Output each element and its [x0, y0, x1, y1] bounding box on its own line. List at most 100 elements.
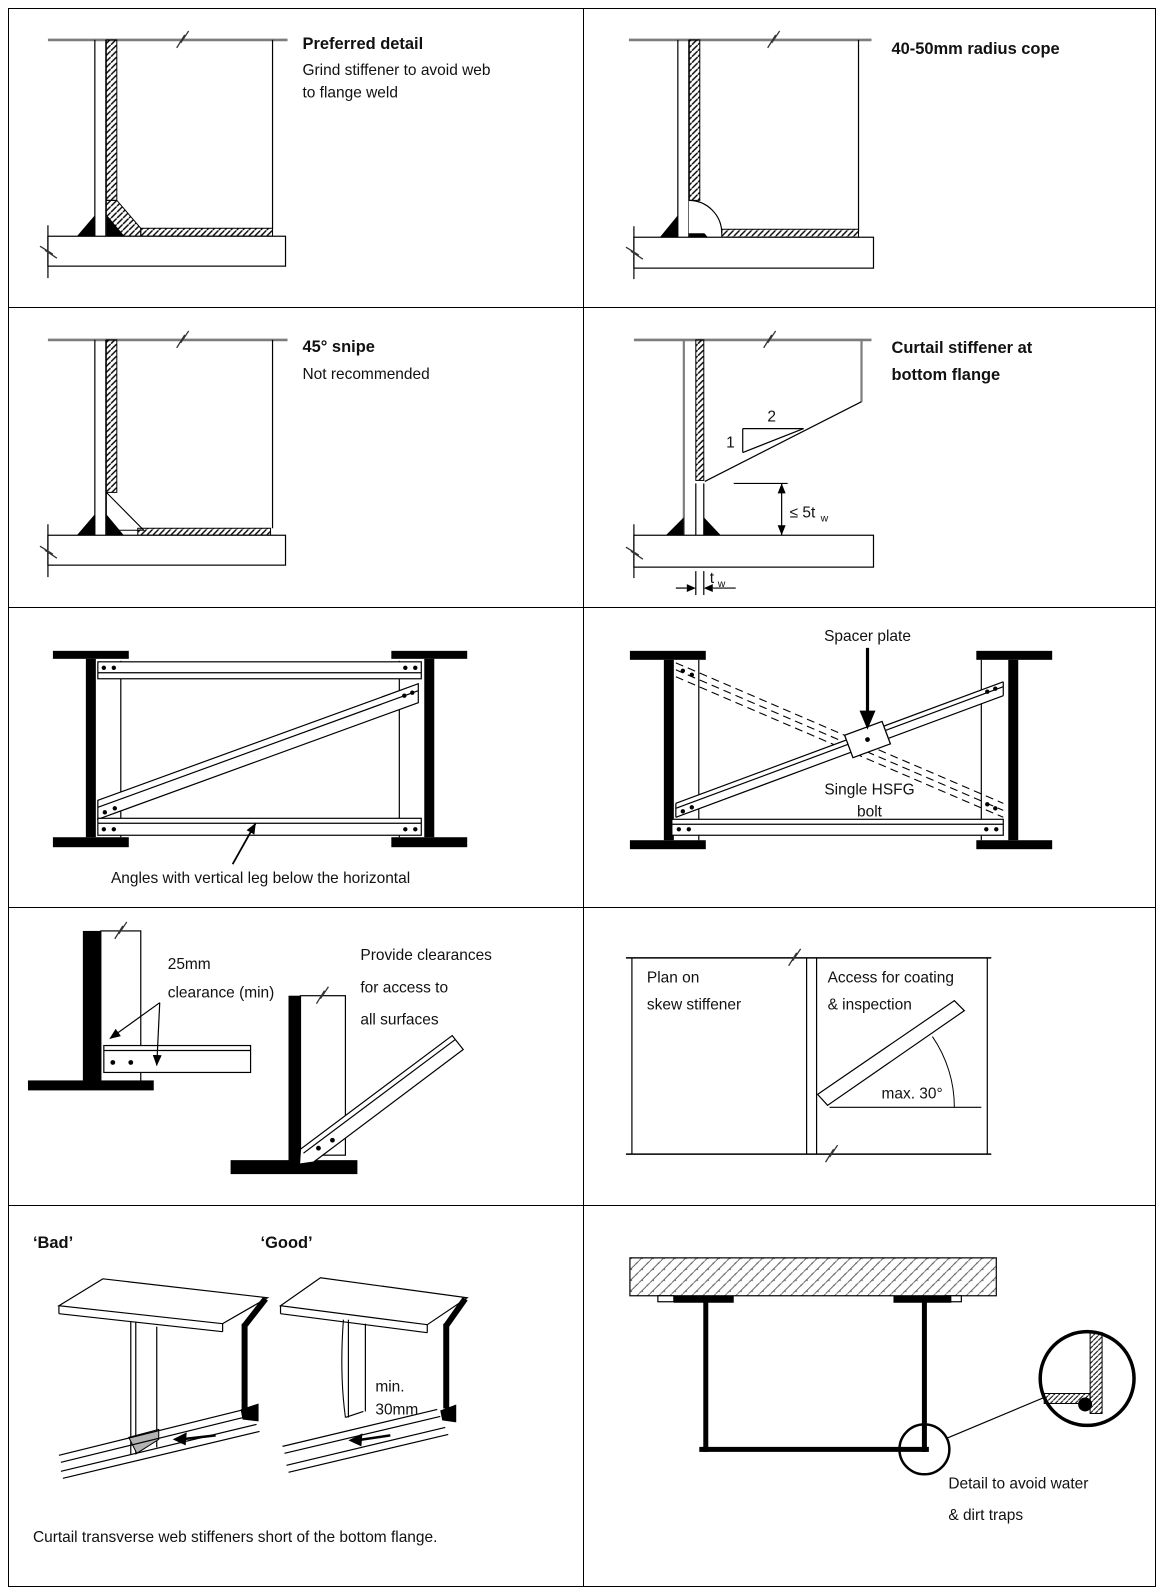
fillet-weld-left	[665, 517, 684, 536]
panel1-desc2: to flange weld	[302, 85, 397, 102]
stiffener-ground-drawing	[39, 30, 288, 279]
fillet-weld-left	[76, 514, 95, 536]
gap-dim-sub: w	[820, 513, 829, 524]
panel-radius-cope: 40-50mm radius cope	[584, 9, 1155, 308]
panel-skew-stiffener: Plan on skew stiffener Access for coatin…	[584, 908, 1155, 1206]
cross-bracing-drawing	[629, 647, 1053, 850]
bottom-flange-line	[282, 1408, 438, 1447]
panel-cross-bracing: Spacer plate Single HSFG bolt	[584, 608, 1155, 908]
bottom-flange	[47, 235, 287, 267]
clearance-arrow-icon	[109, 1002, 161, 1040]
bottom-flange	[633, 534, 875, 568]
panel8-angle-label: max. 30°	[881, 1085, 942, 1102]
gap-dimension: ≤ 5t w	[733, 482, 829, 536]
panel9-good-label: ‘Good’	[261, 1234, 313, 1252]
base-flange	[230, 1160, 358, 1175]
trough-frame	[699, 1300, 929, 1452]
stiffener-plate	[105, 339, 118, 493]
curtailed-stiffener-drawing: 2 1 ≤ 5t w t	[625, 330, 875, 596]
good-detail-drawing: min. 30mm	[278, 1277, 469, 1473]
flange-edge	[443, 1297, 468, 1328]
break-symbol-icon	[767, 30, 781, 49]
panel-curtail-stiffener: 2 1 ≤ 5t w t	[584, 308, 1155, 608]
bottom-flange-line	[58, 1407, 249, 1456]
panel9-min1: min.	[375, 1379, 404, 1396]
horizontal-member-drawing	[27, 921, 252, 1091]
panel8-right1: Access for coating	[828, 970, 954, 987]
panel4-title1: Curtail stiffener at	[891, 339, 1032, 357]
taper-cut-line	[704, 401, 862, 482]
bolted-angle	[103, 1044, 252, 1074]
panel2-title: 40-50mm radius cope	[891, 40, 1059, 58]
break-symbol-icon	[625, 546, 644, 560]
bottom-angle	[671, 818, 1004, 836]
details-grid: Preferred detail Grind stiffener to avoi…	[8, 8, 1156, 1587]
bottom-flange	[47, 534, 287, 566]
flow-arrow-icon	[356, 1434, 391, 1442]
radius-cope-drawing	[625, 30, 875, 280]
web-flange-weld	[137, 527, 272, 536]
bad-detail-drawing	[57, 1278, 270, 1479]
break-symbol-icon	[176, 330, 190, 349]
fillet-weld-left	[659, 215, 678, 238]
fillet-weld-left	[76, 215, 95, 237]
break-symbol-icon	[114, 921, 128, 940]
panel9-caption: Curtail transverse web stiffeners short …	[33, 1529, 437, 1546]
panel7-note3: all surfaces	[360, 1012, 438, 1029]
snipe-drawing	[39, 330, 288, 578]
panel9-bad-label: ‘Bad’	[33, 1234, 73, 1252]
panel1-title: Preferred detail	[302, 35, 423, 53]
trough-under-deck-drawing	[629, 1257, 1136, 1476]
curtailed-stiffener-edge	[341, 1319, 346, 1418]
break-symbol-icon	[39, 545, 58, 559]
panel6-bolt-label1: Single HSFG	[824, 781, 914, 798]
diagonal-bolted-angle	[298, 1034, 465, 1165]
top-flange-left	[673, 1295, 734, 1303]
corner-weld-detail	[1043, 1332, 1103, 1414]
panel6-spacer-label: Spacer plate	[824, 628, 911, 645]
panel-bad-good: ‘Bad’ ‘Good’	[9, 1206, 584, 1586]
detail-callout-circle	[898, 1423, 951, 1476]
girder-left	[629, 650, 706, 850]
panel10-cap2: & dirt traps	[948, 1507, 1023, 1524]
solid-diagonal-angle	[675, 681, 1004, 818]
panel7-clr1: 25mm	[168, 956, 211, 973]
spacer-plate	[843, 720, 892, 759]
break-symbol-icon	[315, 986, 329, 1005]
web-dim-label: t	[710, 570, 715, 587]
web-flange-weld	[721, 228, 860, 238]
break-symbol-icon	[763, 330, 777, 349]
weld-blob	[1078, 1397, 1093, 1412]
flow-arrowhead-icon	[172, 1432, 187, 1446]
panel7-clr2: clearance (min)	[168, 985, 275, 1002]
bottom-flange	[633, 236, 875, 269]
caption-arrow-icon	[231, 822, 257, 865]
panel10-cap1: Detail to avoid water	[948, 1475, 1088, 1492]
flange-edge	[242, 1296, 268, 1328]
top-angle	[97, 661, 422, 680]
snipe-cutout	[105, 491, 146, 531]
callout-leader-line	[946, 1396, 1045, 1439]
base-flange	[27, 1080, 154, 1091]
web-dim-sub: w	[717, 579, 726, 590]
skew-stiffener-plate	[816, 999, 966, 1107]
break-symbol-icon	[176, 30, 190, 49]
diagonal-member-drawing	[230, 986, 465, 1175]
panel3-desc: Not recommended	[302, 366, 429, 383]
panel-preferred-detail: Preferred detail Grind stiffener to avoi…	[9, 9, 584, 308]
panel7-note2: for access to	[360, 980, 448, 997]
skew-stiffener-plan-drawing	[625, 948, 992, 1163]
panel3-title: 45° snipe	[302, 338, 374, 356]
gap-dim-label: ≤ 5t	[790, 504, 816, 521]
panel-water-traps: Detail to avoid water & dirt traps	[584, 1206, 1155, 1586]
diagonal-angle	[97, 682, 419, 821]
panel-bracing-angles: Angles with vertical leg below the horiz…	[9, 608, 584, 908]
slope-indicator: 2 1	[726, 409, 804, 454]
cope-cutout	[688, 200, 722, 234]
spacer-arrowhead-icon	[859, 710, 876, 730]
stiffener-plate	[695, 339, 705, 481]
slope-run-label: 2	[767, 409, 776, 426]
panel5-caption: Angles with vertical leg below the horiz…	[111, 870, 410, 887]
panel4-title2: bottom flange	[891, 366, 1000, 384]
